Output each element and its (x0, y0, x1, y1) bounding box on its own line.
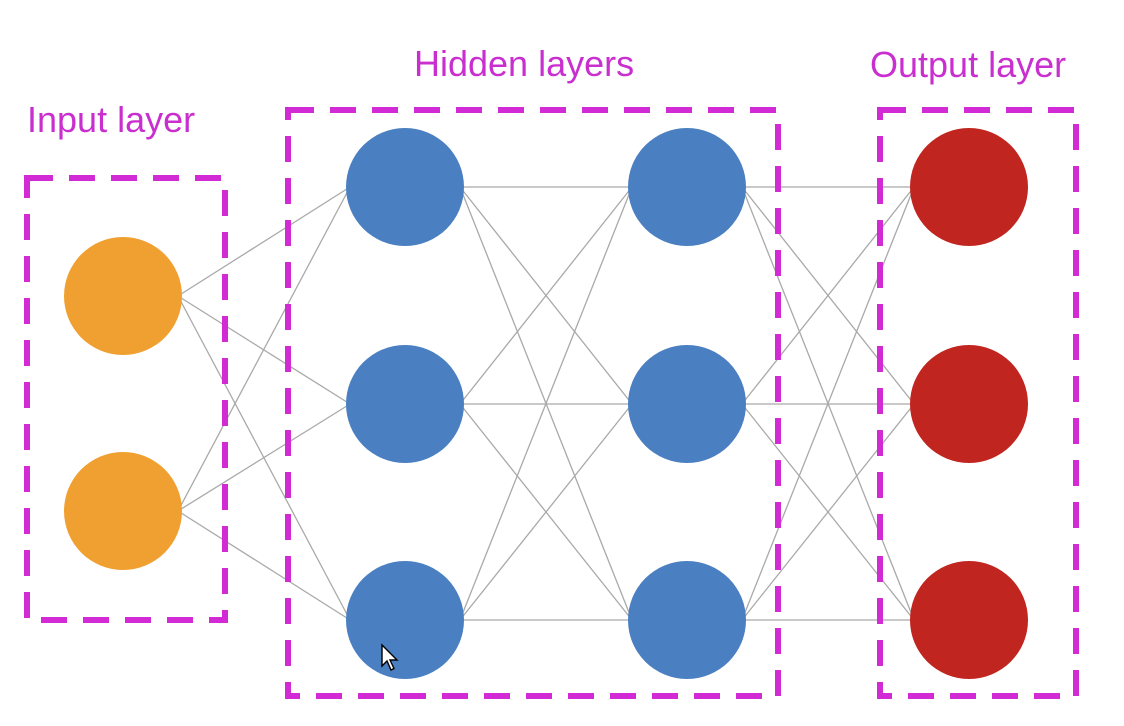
hidden2-node-2 (628, 345, 746, 463)
hidden1-node-3 (346, 561, 464, 679)
input-node-2 (64, 452, 182, 570)
edge-hidden1-node-3-to-hidden2-node-2 (459, 403, 633, 621)
input-layer-box (24, 175, 228, 623)
hidden2-node-1 (628, 128, 746, 246)
nodes (64, 128, 1028, 679)
edge-hidden1-node-2-to-hidden2-node-1 (459, 186, 633, 405)
edge-input-node-2-to-hidden1-node-3 (177, 510, 351, 621)
edge-hidden2-node-3-to-output-node-1 (741, 186, 915, 621)
output-node-3 (910, 561, 1028, 679)
connections (177, 186, 915, 621)
edge-hidden2-node-3-to-output-node-2 (741, 403, 915, 621)
hidden1-node-1 (346, 128, 464, 246)
input-node-1 (64, 237, 182, 355)
input-layer-label: Input layer (27, 99, 195, 140)
hidden1-node-2 (346, 345, 464, 463)
output-node-2 (910, 345, 1028, 463)
edge-input-node-1-to-hidden1-node-1 (177, 186, 351, 297)
output-layer-box (877, 107, 1079, 699)
edge-input-node-2-to-hidden1-node-2 (177, 403, 351, 512)
edge-input-node-2-to-hidden1-node-1 (177, 186, 351, 512)
output-node-1 (910, 128, 1028, 246)
edge-hidden2-node-2-to-output-node-1 (741, 186, 915, 405)
output-layer-label: Output layer (870, 44, 1066, 85)
hidden-layers-box (285, 107, 781, 699)
edge-hidden1-node-3-to-hidden2-node-1 (459, 186, 633, 621)
hidden2-node-3 (628, 561, 746, 679)
hidden-layers-label: Hidden layers (414, 43, 634, 84)
mouse-cursor-icon (381, 643, 399, 671)
